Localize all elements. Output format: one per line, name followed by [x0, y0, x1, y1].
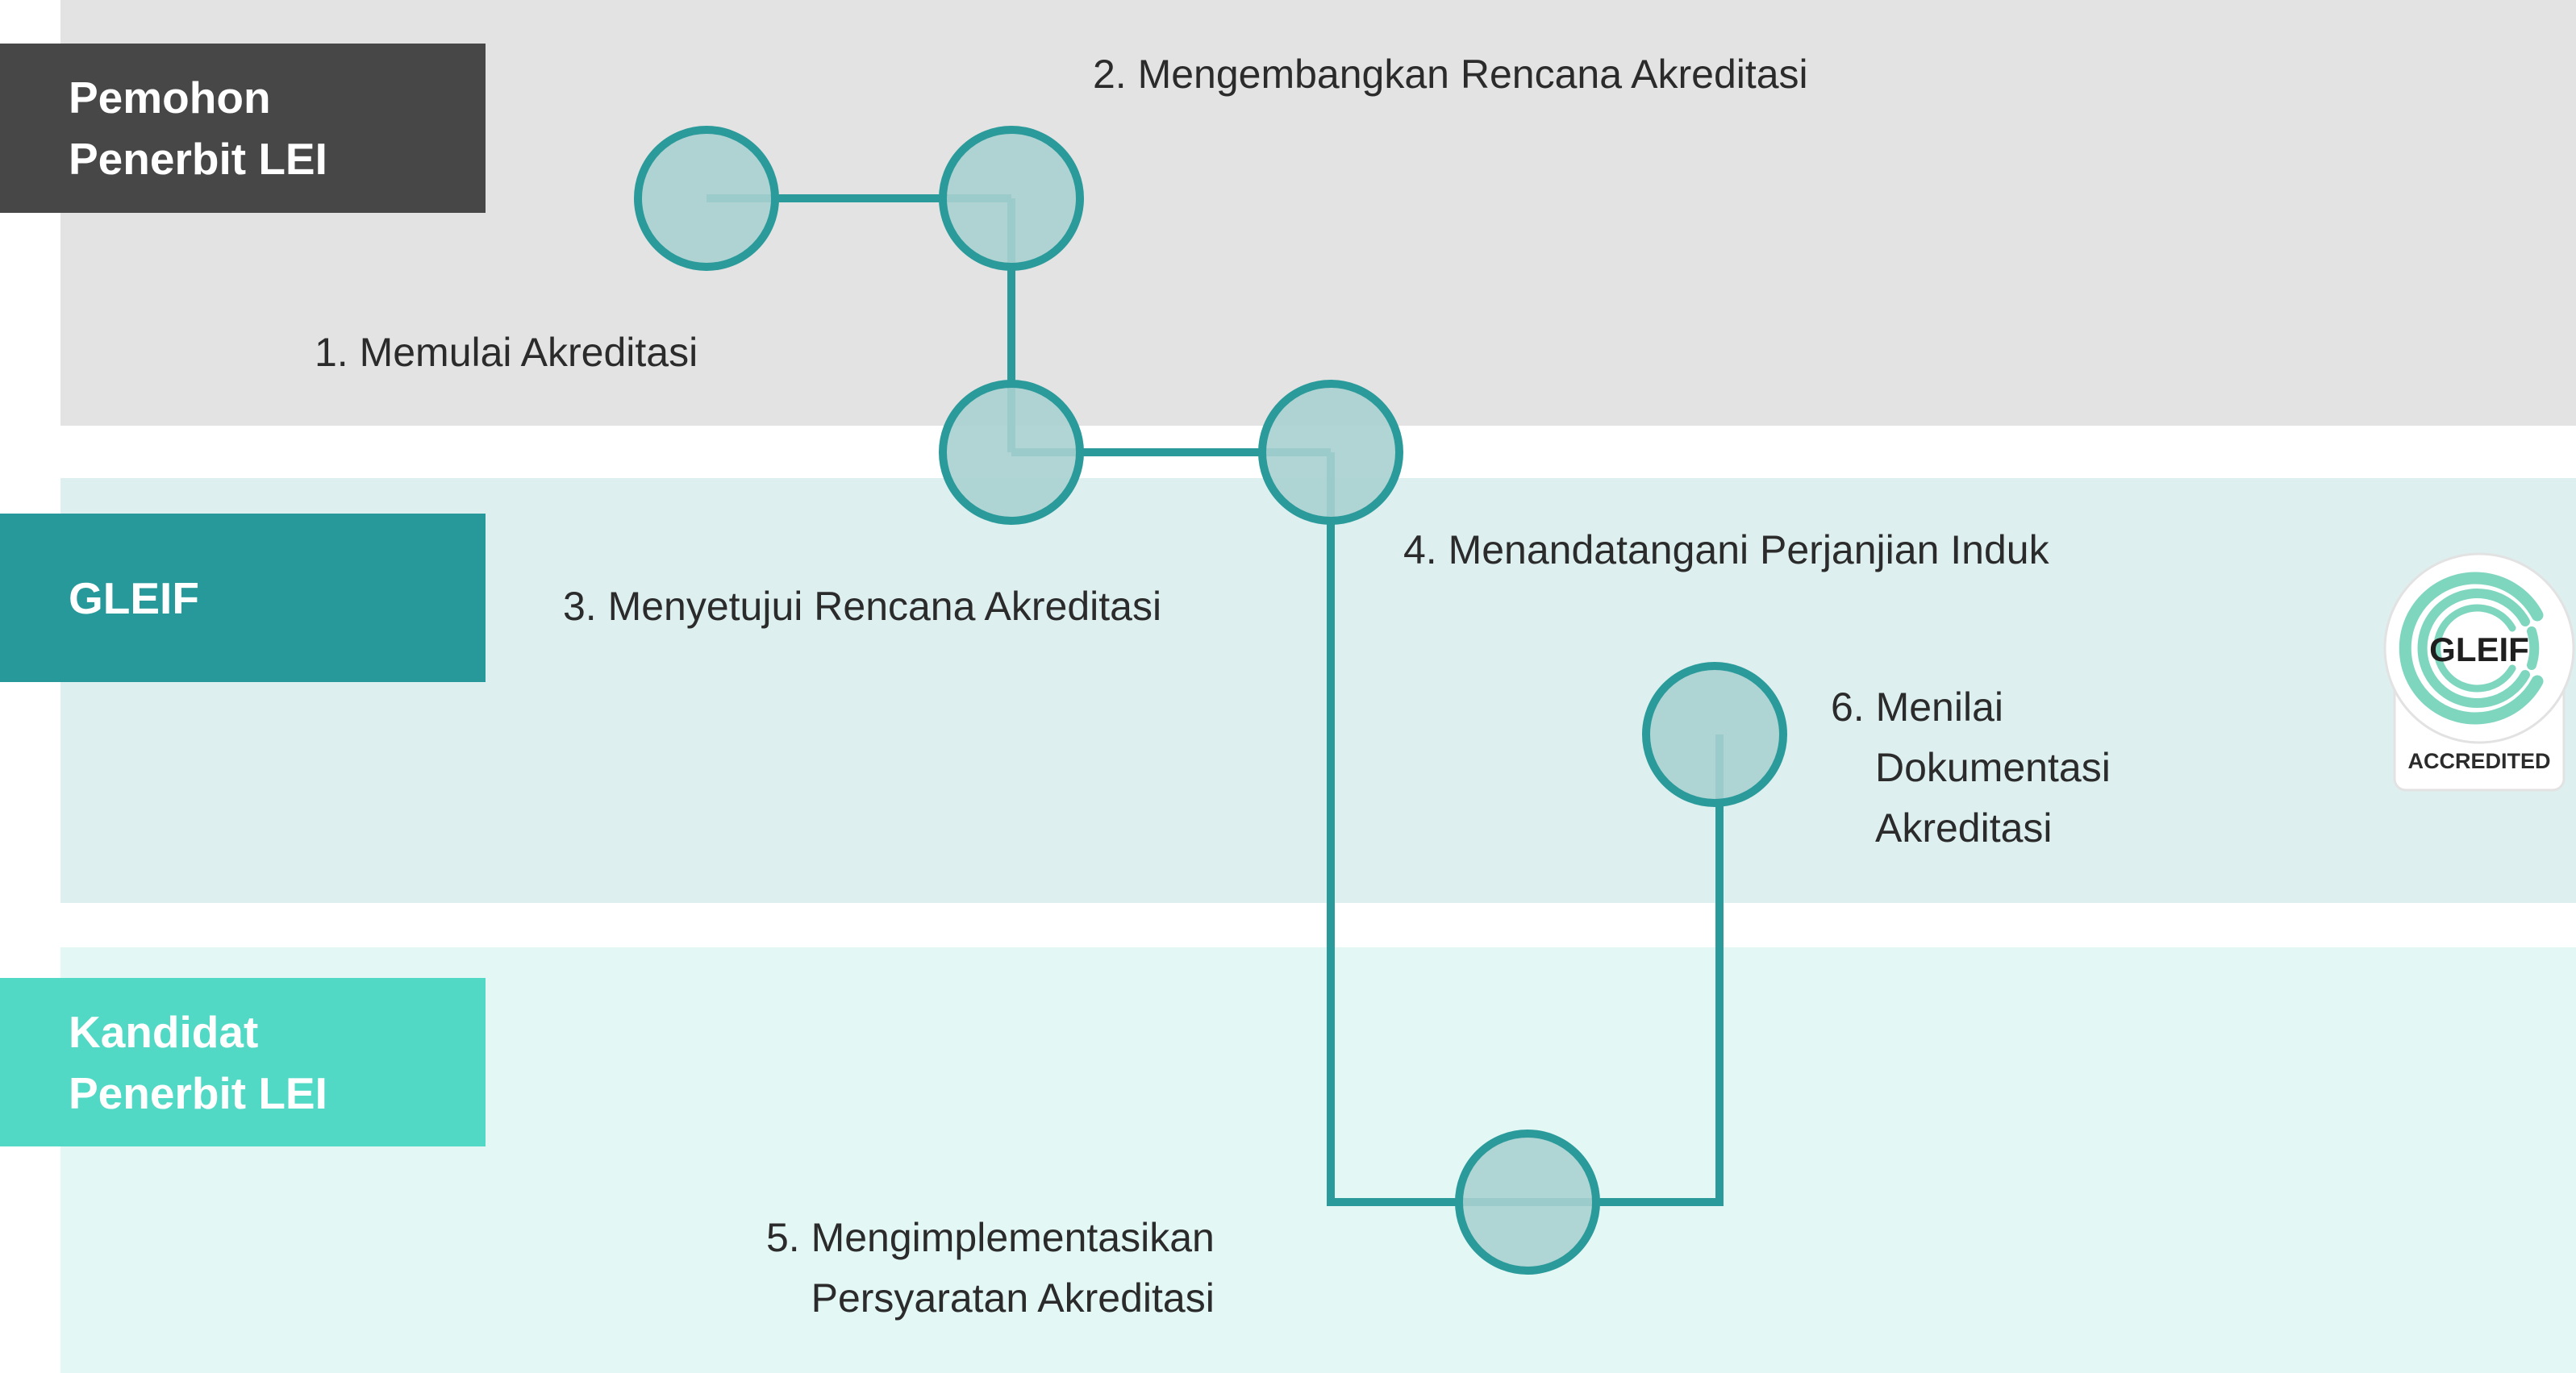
step-label-1-text: 1. Memulai Akreditasi	[315, 330, 698, 375]
lane-label-candidate-line-2: Penerbit LEI	[69, 1067, 327, 1118]
step-label-6-line-3: Akreditasi	[1875, 805, 2053, 851]
step-label-5: 5. Mengimplementasikan Persyaratan Akred…	[766, 1208, 1215, 1329]
connector-5-6	[1528, 734, 1724, 1206]
lane-label-applicant-line-2: Penerbit LEI	[69, 134, 327, 184]
step-label-4: 4. Menandatangani Perjanjian Induk	[1403, 520, 2049, 580]
step-label-6: 6. Menilai Dokumentasi Akreditasi	[1831, 677, 2111, 859]
step-node-3	[939, 380, 1084, 525]
badge-status: ACCREDITED	[2407, 749, 2550, 773]
lane-label-candidate: Kandidat Penerbit LEI	[0, 978, 486, 1146]
step-node-4	[1258, 380, 1403, 525]
gleif-logo-icon	[2399, 572, 2544, 725]
step-label-6-line-2: Dokumentasi	[1875, 745, 2111, 790]
badge-name: GLEIF	[2429, 630, 2529, 668]
lane-label-applicant-line-1: Pemohon	[69, 73, 271, 123]
lane-label-candidate-line-1: Kandidat	[69, 1006, 259, 1057]
lane-label-applicant: Pemohon Penerbit LEI	[0, 44, 486, 213]
step-label-4-text: 4. Menandatangani Perjanjian Induk	[1403, 527, 2049, 572]
lane-label-gleif: GLEIF	[0, 514, 486, 682]
step-node-6	[1642, 662, 1787, 807]
step-node-5	[1455, 1130, 1600, 1275]
step-label-2: 2. Mengembangkan Rencana Akreditasi	[1093, 44, 1808, 105]
step-label-5-line-2: Persyaratan Akreditasi	[811, 1275, 1215, 1321]
step-label-2-text: 2. Mengembangkan Rencana Akreditasi	[1093, 52, 1808, 97]
step-label-3-text: 3. Menyetujui Rencana Akreditasi	[563, 584, 1162, 629]
step-label-1: 1. Memulai Akreditasi	[315, 322, 698, 383]
step-node-1	[634, 126, 779, 271]
step-label-3: 3. Menyetujui Rencana Akreditasi	[563, 576, 1161, 637]
lane-label-gleif-line-1: GLEIF	[69, 572, 199, 623]
step-label-5-line-1: 5. Mengimplementasikan	[766, 1215, 1215, 1260]
gleif-accredited-badge: GLEIF ACCREDITED	[2383, 552, 2575, 792]
step-node-2	[939, 126, 1084, 271]
step-label-6-line-1: 6. Menilai	[1831, 684, 2003, 730]
